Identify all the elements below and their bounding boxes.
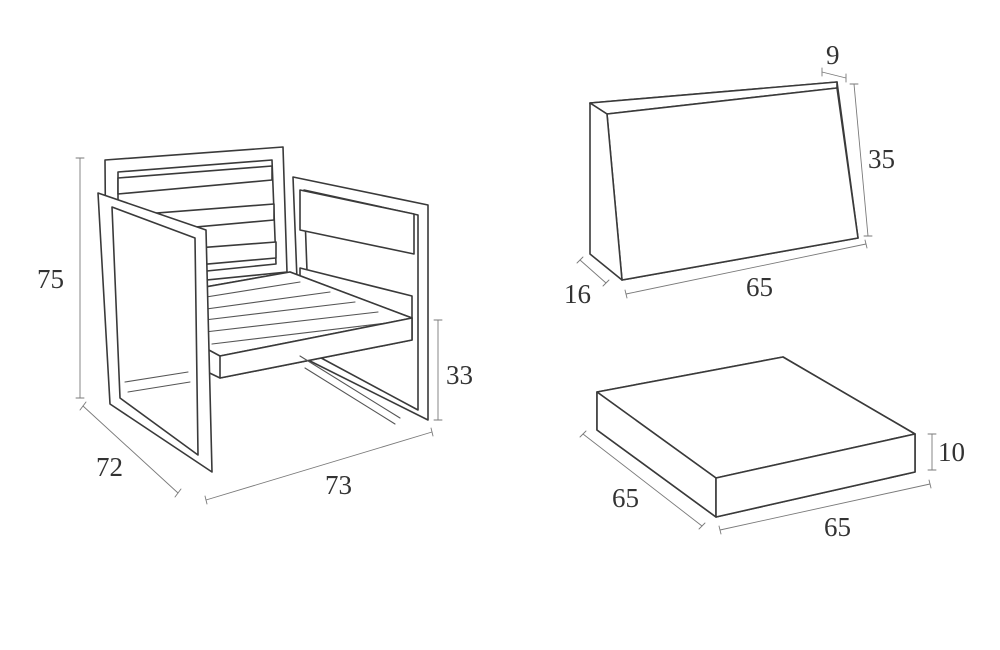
chair-dimension-lines (75, 157, 443, 505)
back-cushion-dimension-lines (576, 67, 873, 299)
chair-height-label: 75 (37, 264, 64, 294)
seat-cushion-drawing: 10 65 65 (579, 356, 965, 542)
back-cushion-drawing: 9 35 16 65 (564, 40, 895, 309)
seat-cushion-dimension-lines (579, 430, 937, 535)
chair-left-side-frame (97, 192, 213, 473)
back-cushion-bottom-label: 16 (564, 279, 591, 309)
armchair-drawing: 75 72 73 33 (37, 146, 473, 505)
seat-cushion-width-label: 65 (824, 512, 851, 542)
chair-width-label: 73 (325, 470, 352, 500)
back-cushion-top-label: 9 (826, 40, 840, 70)
chair-depth-label: 72 (96, 452, 123, 482)
seat-cushion-depth-label: 65 (612, 483, 639, 513)
back-cushion-height-label: 35 (868, 144, 895, 174)
chair-seat-height-label: 33 (446, 360, 473, 390)
seat-cushion-thickness-label: 10 (938, 437, 965, 467)
back-cushion-width-label: 65 (746, 272, 773, 302)
